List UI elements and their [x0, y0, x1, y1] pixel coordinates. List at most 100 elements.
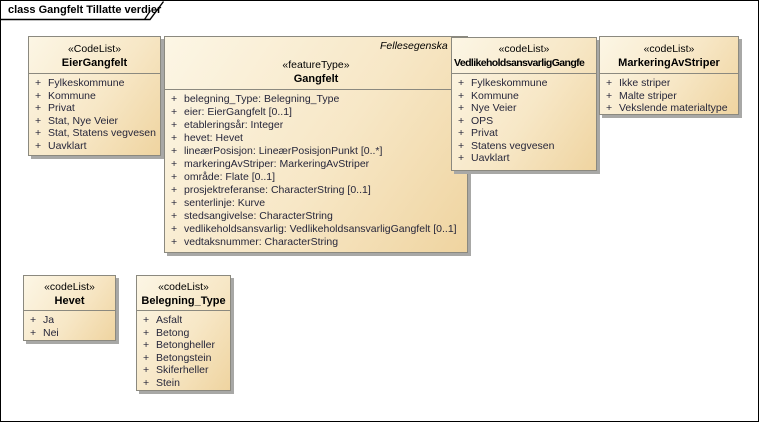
attribute-row: + Ikke striper — [600, 77, 738, 90]
attribute-label: prosjektreferanse: CharacterString [0..1… — [184, 184, 371, 196]
attribute-row: + etableringsår: Integer — [165, 119, 467, 132]
visibility-public-icon: + — [171, 158, 178, 170]
attribute-label: område: Flate [0..1] — [184, 171, 276, 183]
visibility-public-icon: + — [143, 364, 150, 376]
stereotype-label: «CodeList» — [67, 43, 122, 55]
class-name: Gangfelt — [293, 73, 339, 85]
visibility-public-icon: + — [143, 339, 150, 351]
class-header: «codeList» Hevet — [24, 276, 115, 311]
visibility-public-icon: + — [171, 106, 178, 118]
attribute-label: Betong — [156, 326, 190, 339]
attribute-row: + Stein — [137, 377, 230, 390]
visibility-public-icon: + — [35, 89, 42, 102]
attribute-label: Kommune — [471, 89, 519, 102]
visibility-public-icon: + — [143, 326, 150, 339]
attribute-list: +Asfalt+Betong+Betongheller+Betongstein+… — [137, 311, 230, 389]
attribute-row: +Nei — [24, 327, 115, 340]
attribute-row: +Stat, Nye Veier — [29, 115, 160, 128]
attribute-label: vedtaksnummer: CharacterString — [184, 236, 339, 248]
visibility-public-icon: + — [171, 197, 178, 209]
visibility-public-icon: + — [143, 314, 150, 326]
attribute-row: +Nye Veier — [452, 102, 596, 115]
visibility-public-icon: + — [35, 127, 42, 139]
class-header: «codeList» MarkeringAvStriper — [600, 37, 738, 74]
visibility-public-icon: + — [606, 89, 613, 102]
attribute-row: +Malte striper — [600, 90, 738, 103]
attribute-label: Privat — [48, 102, 75, 114]
attribute-label: Kommune — [48, 89, 96, 102]
stereotype-label: «featureType» — [282, 59, 350, 71]
class-header: «codeList» VedlikeholdsansvarligGangfe — [452, 38, 596, 74]
stereotype-label: «codeList» — [158, 281, 209, 293]
attribute-row: +Asfalt — [137, 314, 230, 327]
visibility-public-icon: + — [35, 139, 42, 152]
attribute-row: +hevet: Hevet — [165, 132, 467, 145]
attribute-list: +Fylkeskommune+Kommune+Nye Veier+OPS+Pri… — [452, 74, 596, 165]
tab-outline-shape — [1, 1, 165, 21]
class-box-eiergangfelt[interactable]: «CodeList» EierGangfelt + Fylkeskommune + K… — [28, 36, 161, 156]
stereotype-label: «codeList» — [643, 43, 695, 55]
attribute-label: Nye Veier — [471, 102, 517, 114]
attribute-label: Skiferheller — [156, 364, 209, 376]
attribute-row: +markeringAvStriper: MarkeringAvStriper — [165, 158, 467, 171]
attribute-label: Fylkeskommune — [471, 77, 548, 89]
visibility-public-icon: + — [171, 93, 178, 105]
attribute-row: + Uavklart — [452, 152, 596, 165]
attribute-row: + Ja — [24, 314, 115, 327]
attribute-label: eier: EierGangfelt [0..1] — [184, 106, 292, 118]
attribute-label: Uavklart — [471, 152, 510, 164]
visibility-public-icon: + — [171, 184, 178, 196]
attribute-label: Ikke striper — [619, 77, 671, 89]
attribute-label: OPS — [471, 114, 494, 127]
class-box-belegning-type[interactable]: «codeList» Belegning_Type +Asfalt+Betong… — [136, 275, 231, 391]
stereotype-label: «codeList» — [44, 281, 95, 293]
attribute-row: + Kommune — [29, 90, 160, 103]
diagram-title: class Gangfelt Tillatte verdier — [8, 4, 162, 16]
visibility-public-icon: + — [458, 127, 465, 139]
visibility-public-icon: + — [30, 314, 37, 326]
attribute-row: + Fylkeskommune — [452, 77, 596, 90]
visibility-public-icon: + — [171, 145, 178, 157]
class-name: EierGangfelt — [61, 57, 128, 69]
attribute-label: Statens vegvesen — [471, 139, 555, 152]
attribute-label: Vekslende materialtype — [619, 102, 728, 114]
attribute-label: etableringsår: Integer — [184, 119, 284, 131]
visibility-public-icon: + — [30, 326, 37, 339]
attribute-list: + Fylkeskommune + Kommune + Privat+Stat, Nye … — [29, 74, 160, 152]
class-box-markeringavstriper[interactable]: «codeList» MarkeringAvStriper + Ikke stri… — [599, 36, 739, 115]
class-name: Belegning_Type — [141, 295, 226, 307]
class-name: MarkeringAvStriper — [618, 57, 720, 69]
attribute-row: + Betong — [137, 327, 230, 340]
attribute-label: Fylkeskommune — [48, 77, 125, 89]
visibility-public-icon: + — [143, 351, 150, 364]
class-box-vedlikeholdsansvarliggangfelt[interactable]: «codeList» VedlikeholdsansvarligGangfe +… — [451, 37, 597, 171]
visibility-public-icon: + — [458, 77, 465, 89]
attribute-row: +Uavklart — [29, 140, 160, 153]
attribute-list: + Ikke striper+Malte striper+ Vekslende ma… — [600, 74, 738, 114]
attribute-row: +område: Flate [0..1] — [165, 171, 467, 184]
attribute-label: Betongstein — [156, 351, 212, 364]
visibility-public-icon: + — [171, 119, 178, 131]
attribute-label: Ja — [43, 314, 55, 326]
attribute-label: Betongheller — [156, 339, 215, 351]
diagram-title-tab: class Gangfelt Tillatte verdier — [1, 1, 171, 21]
attribute-label: Stein — [156, 376, 180, 389]
stereotype-label: «codeList» — [498, 43, 550, 55]
attribute-row: + Betongstein — [137, 352, 230, 365]
visibility-public-icon: + — [458, 89, 465, 102]
attribute-label: senterlinje: Kurve — [184, 197, 266, 209]
visibility-public-icon: + — [606, 77, 613, 89]
class-box-hevet[interactable]: «codeList» Hevet + Ja+Nei — [23, 275, 116, 341]
visibility-public-icon: + — [143, 376, 150, 389]
attribute-row: +OPS — [452, 115, 596, 128]
attribute-row: +lineærPosisjon: LineærPosisjonPunkt [0.… — [165, 145, 467, 158]
attribute-label: vedlikeholdsansvarlig: Vedlikeholdsansva… — [184, 223, 457, 235]
class-name: Hevet — [54, 295, 85, 307]
attribute-label: Stat, Statens vegvesen — [48, 127, 156, 139]
visibility-public-icon: + — [606, 102, 613, 114]
attribute-label: hevet: Hevet — [184, 132, 243, 144]
attribute-row: + eier: EierGangfelt [0..1] — [165, 106, 467, 119]
attribute-row: +vedlikeholdsansvarlig: Vedlikeholdsansv… — [165, 223, 467, 236]
class-box-gangfelt[interactable]: Fellesegenska «featureType» Gangfelt +be… — [164, 36, 468, 253]
visibility-public-icon: + — [458, 152, 465, 164]
